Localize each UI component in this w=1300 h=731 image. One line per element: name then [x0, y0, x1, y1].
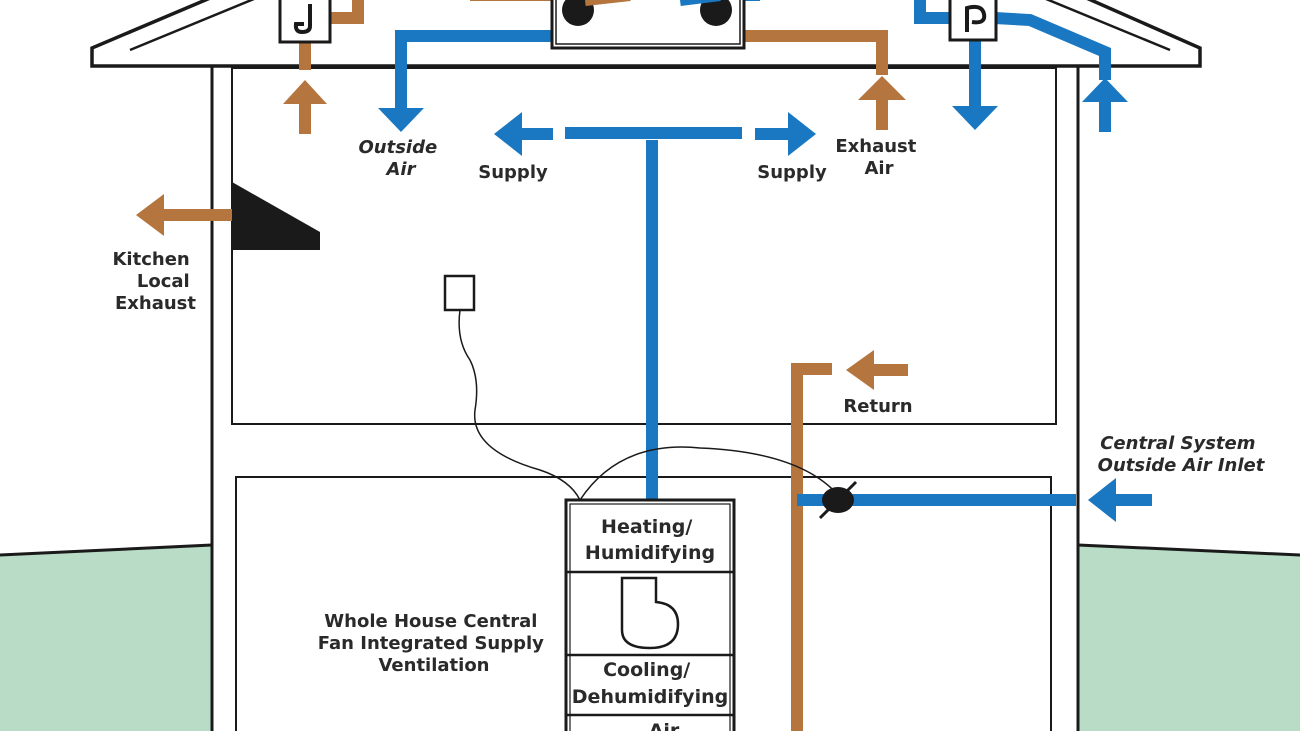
range-hood-icon [232, 182, 320, 250]
return-label: Return [843, 396, 912, 417]
damper-icon [818, 480, 858, 520]
roof-intake-vent-icon [948, 0, 998, 42]
outside-air-label: Outside Air [359, 137, 444, 180]
intake-down-arrow [952, 80, 998, 130]
roof-inner [129, 0, 1171, 52]
exhaust-air-up-arrow [858, 76, 906, 130]
outside-air-down-arrow [378, 88, 424, 132]
exhaust-air-label: Exhaust Air [835, 136, 922, 179]
ground-left [0, 545, 212, 731]
kitchen-exhaust-arrow [136, 194, 196, 236]
whole-house-label: Whole House Central Fan Integrated Suppl… [318, 611, 550, 676]
ground-right [1078, 545, 1300, 731]
attic-unit [550, 0, 746, 50]
exhaust-up-arrow-left [283, 80, 327, 134]
blower-fan-icon [620, 576, 680, 650]
intake-up-arrow [1082, 78, 1128, 132]
air-label: Air [649, 720, 680, 731]
cooling-label: Cooling/ Dehumidifying [572, 659, 728, 708]
lower-floor [235, 476, 1052, 731]
control-wire [579, 446, 839, 501]
thermostat-icon [443, 274, 581, 501]
supply-right-arrow [755, 112, 816, 156]
ground-line-left [0, 543, 213, 557]
roof-exhaust-fan-icon [278, 0, 332, 44]
return-arrow [846, 350, 908, 390]
supply-left-arrow [494, 112, 553, 156]
heating-label: Heating/ Humidifying [585, 516, 715, 564]
kitchen-exhaust-label: Kitchen Local Exhaust [112, 249, 196, 314]
ground-line-right [1077, 543, 1300, 557]
air-handler [564, 498, 736, 731]
central-inlet-arrow [1088, 478, 1152, 522]
central-inlet-label: Central System Outside Air Inlet [1098, 433, 1266, 476]
supply-left-label: Supply [478, 162, 548, 183]
supply-right-label: Supply [757, 162, 827, 183]
